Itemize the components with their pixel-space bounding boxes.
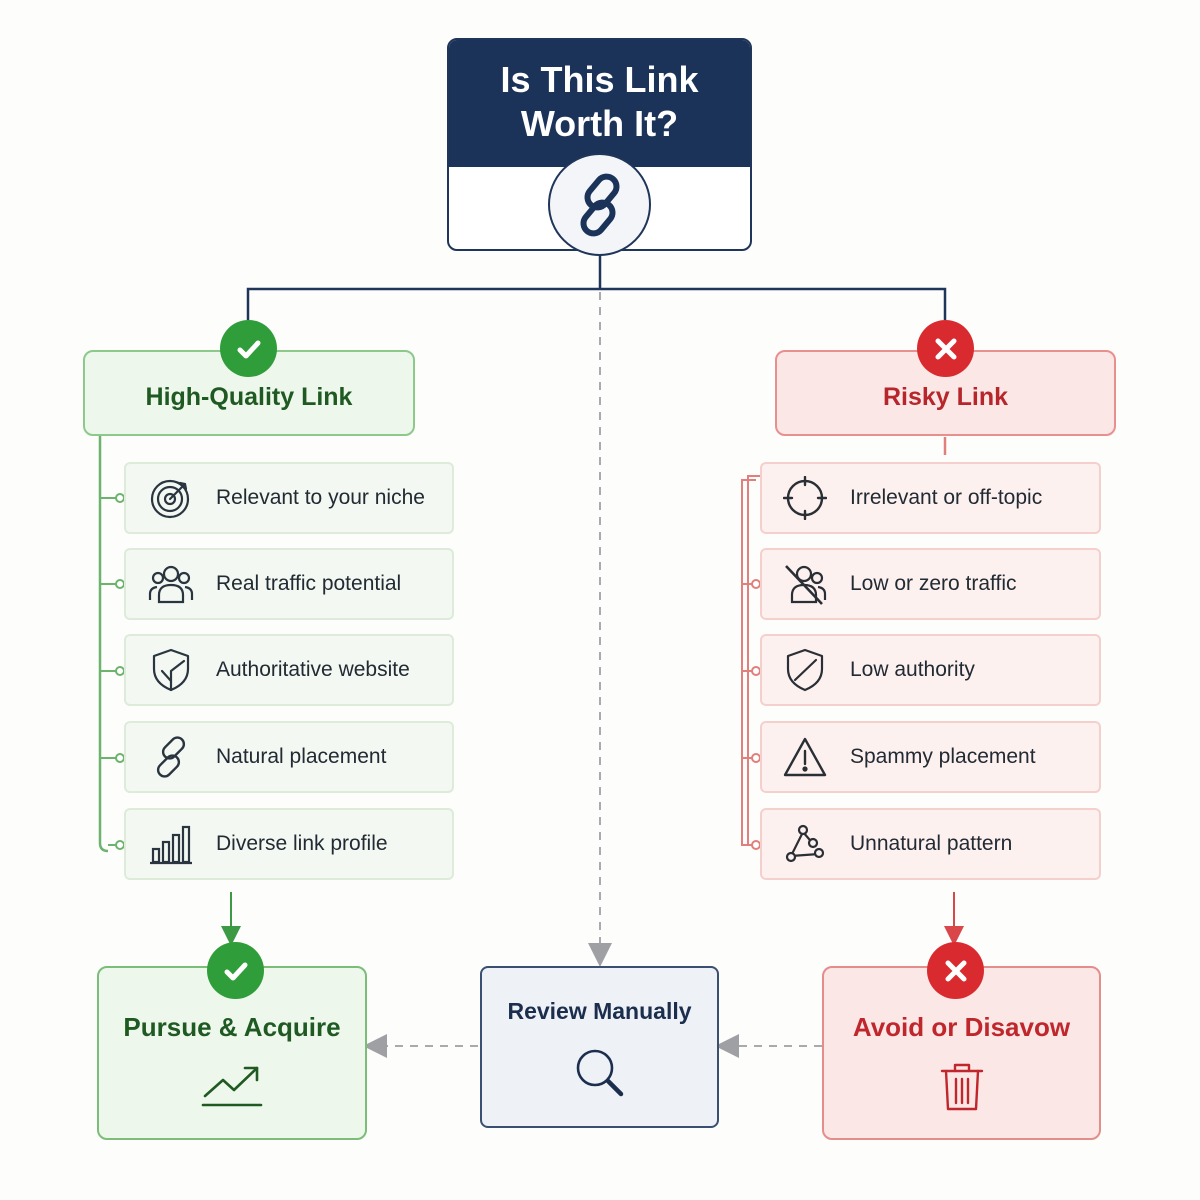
- root-title-line-2: Worth It?: [520, 102, 679, 144]
- root-question-title: Is This Link Worth It?: [485, 58, 715, 146]
- x-icon: [917, 320, 974, 377]
- high-quality-link-label: High-Quality Link: [145, 382, 353, 411]
- pursue-acquire-label: Pursue & Acquire: [123, 1012, 341, 1042]
- risk-criterion-label: Spammy placement: [850, 745, 1036, 768]
- review-manually-box: Review Manually: [480, 966, 719, 1128]
- chain-link-icon: [548, 153, 651, 256]
- good-criterion-label: Diverse link profile: [216, 832, 388, 855]
- x-icon: [927, 942, 984, 999]
- risk-criterion-item: Low authority: [760, 634, 1101, 706]
- good-criterion-item: Real traffic potential: [124, 548, 454, 620]
- good-criterion-item: Authoritative website: [124, 634, 454, 706]
- link-icon: [148, 734, 194, 780]
- bar-chart-icon: [148, 821, 194, 867]
- crosshair-icon: [782, 475, 828, 521]
- target-icon: [148, 475, 194, 521]
- risk-criterion-item: Spammy placement: [760, 721, 1101, 793]
- users-icon: [148, 561, 194, 607]
- check-icon: [207, 942, 264, 999]
- good-criterion-label: Authoritative website: [216, 658, 410, 681]
- network-icon: [782, 821, 828, 867]
- warning-icon: [782, 734, 828, 780]
- magnifier-icon: [482, 1044, 717, 1102]
- risk-criterion-label: Irrelevant or off-topic: [850, 486, 1043, 509]
- risk-criterion-label: Low authority: [850, 658, 975, 681]
- root-question-header: Is This Link Worth It?: [449, 40, 750, 167]
- good-criterion-label: Natural placement: [216, 745, 387, 768]
- good-criterion-label: Relevant to your niche: [216, 486, 425, 509]
- root-title-line-1: Is This Link: [500, 58, 699, 100]
- risk-criterion-label: Low or zero traffic: [850, 572, 1017, 595]
- root-question-box: Is This Link Worth It?: [447, 38, 752, 251]
- review-manually-label: Review Manually: [507, 998, 692, 1024]
- shield-check-icon: [148, 647, 194, 693]
- users-off-icon: [782, 561, 828, 607]
- risky-link-box: Risky Link: [775, 350, 1116, 436]
- trend-up-icon: [99, 1064, 365, 1108]
- risk-criterion-item: Irrelevant or off-topic: [760, 462, 1101, 534]
- good-criterion-item: Relevant to your niche: [124, 462, 454, 534]
- risk-criterion-item: Low or zero traffic: [760, 548, 1101, 620]
- avoid-disavow-label: Avoid or Disavow: [852, 1012, 1071, 1042]
- shield-slash-icon: [782, 647, 828, 693]
- good-criterion-item: Natural placement: [124, 721, 454, 793]
- risk-criterion-item: Unnatural pattern: [760, 808, 1101, 880]
- risk-criterion-label: Unnatural pattern: [850, 832, 1013, 855]
- trash-icon: [824, 1061, 1099, 1113]
- check-icon: [220, 320, 277, 377]
- good-criterion-item: Diverse link profile: [124, 808, 454, 880]
- good-criterion-label: Real traffic potential: [216, 572, 402, 595]
- risky-link-label: Risky Link: [882, 382, 1009, 411]
